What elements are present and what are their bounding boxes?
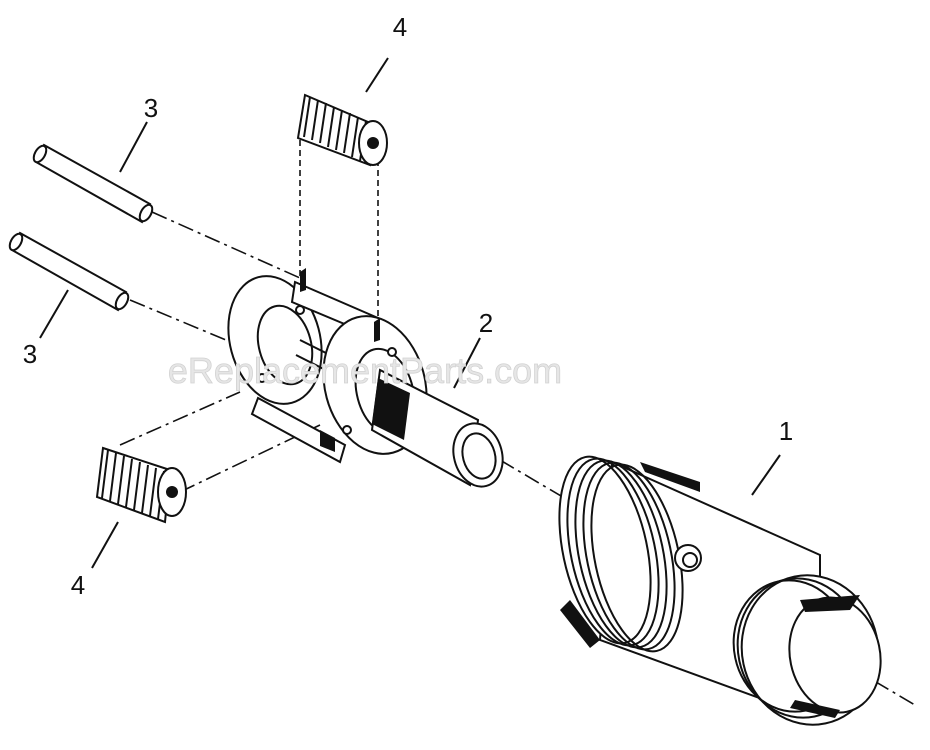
threaded-housing bbox=[558, 455, 882, 726]
callout-part-4-top: 4 bbox=[393, 12, 407, 42]
callout-part-1: 1 bbox=[779, 416, 793, 446]
callout-part-3-upper: 3 bbox=[144, 93, 158, 123]
sleeve bbox=[370, 368, 504, 488]
callout-part-4-bottom: 4 bbox=[71, 570, 85, 600]
leader-lines bbox=[39, 57, 781, 569]
gear-top bbox=[296, 93, 388, 167]
pin-upper bbox=[32, 143, 154, 224]
callout-part-3-lower: 3 bbox=[23, 339, 37, 369]
pin-lower bbox=[8, 231, 130, 312]
callout-part-2: 2 bbox=[479, 308, 493, 338]
watermark-text: eReplacementParts.com bbox=[168, 350, 562, 391]
gear-bottom bbox=[95, 446, 187, 524]
